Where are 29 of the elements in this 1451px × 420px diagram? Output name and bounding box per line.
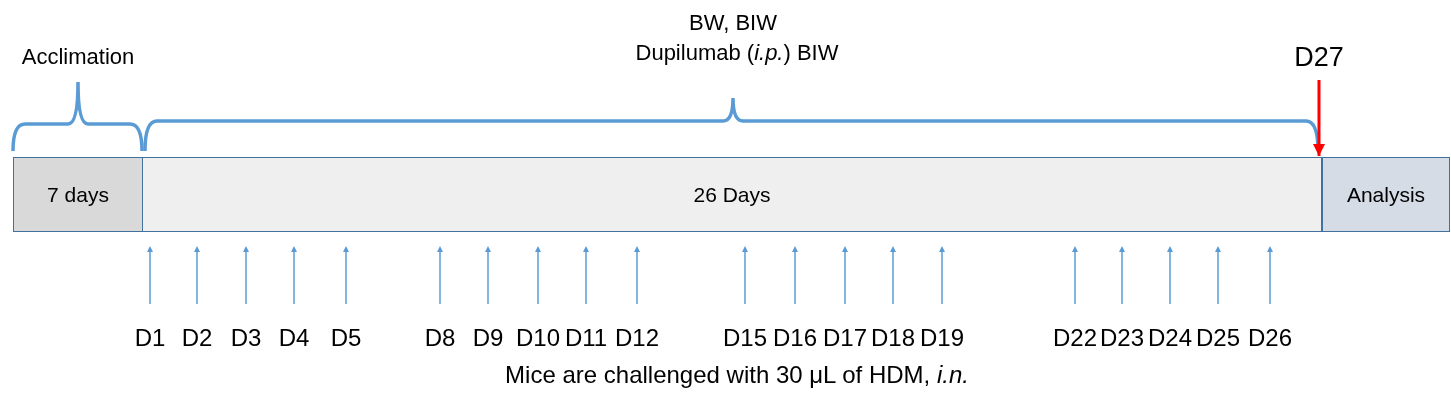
annotation-text: BW, BIW bbox=[689, 12, 777, 34]
day-label: D5 bbox=[330, 326, 362, 350]
day-label: D2 bbox=[181, 326, 213, 350]
annotation-text: Acclimation bbox=[21, 46, 135, 68]
day-label: D17 bbox=[823, 326, 867, 350]
day-label: D24 bbox=[1148, 326, 1192, 350]
day-label: D9 bbox=[472, 326, 504, 350]
day-label: D10 bbox=[516, 326, 560, 350]
day-label: D19 bbox=[920, 326, 964, 350]
day-label: D11 bbox=[564, 326, 608, 350]
day-label: D23 bbox=[1100, 326, 1144, 350]
day-label: D16 bbox=[773, 326, 817, 350]
day-label: D26 bbox=[1248, 326, 1292, 350]
day-label: D15 bbox=[723, 326, 767, 350]
day-label: D22 bbox=[1053, 326, 1097, 350]
day-label: D18 bbox=[871, 326, 915, 350]
day-label: D12 bbox=[615, 326, 659, 350]
annotation-text: Dupilumab (i.p.) BIW bbox=[635, 42, 839, 64]
day-label: D3 bbox=[230, 326, 262, 350]
day-label: D1 bbox=[134, 326, 166, 350]
day-label: D8 bbox=[424, 326, 456, 350]
arrow bbox=[1313, 80, 1325, 156]
stage-box: 7 days bbox=[13, 157, 143, 232]
caption: Mice are challenged with 30 μL of HDM, i.n. bbox=[505, 363, 969, 387]
stage-box: Analysis bbox=[1322, 157, 1450, 232]
day-label: D4 bbox=[278, 326, 310, 350]
stage-box: 26 Days bbox=[142, 157, 1322, 232]
day-label: D27 bbox=[1288, 40, 1350, 74]
day-label: D25 bbox=[1196, 326, 1240, 350]
